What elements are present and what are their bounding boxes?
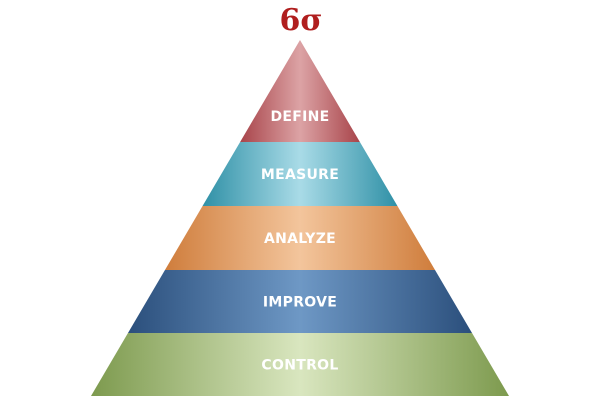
tier-label-define: DEFINE	[270, 109, 329, 125]
tier-label-measure: MEASURE	[261, 167, 339, 183]
pyramid-tier-measure	[202, 142, 398, 206]
tier-label-improve: IMPROVE	[263, 295, 337, 311]
pyramid-tier-control	[91, 333, 509, 396]
tier-label-control: CONTROL	[261, 358, 338, 374]
tier-label-analyze: ANALYZE	[264, 231, 336, 247]
pyramid-tier-improve	[127, 270, 473, 333]
pyramid-title: 6σ	[280, 3, 323, 38]
pyramid-tier-analyze	[164, 206, 436, 270]
pyramid-tier-define	[240, 40, 360, 142]
